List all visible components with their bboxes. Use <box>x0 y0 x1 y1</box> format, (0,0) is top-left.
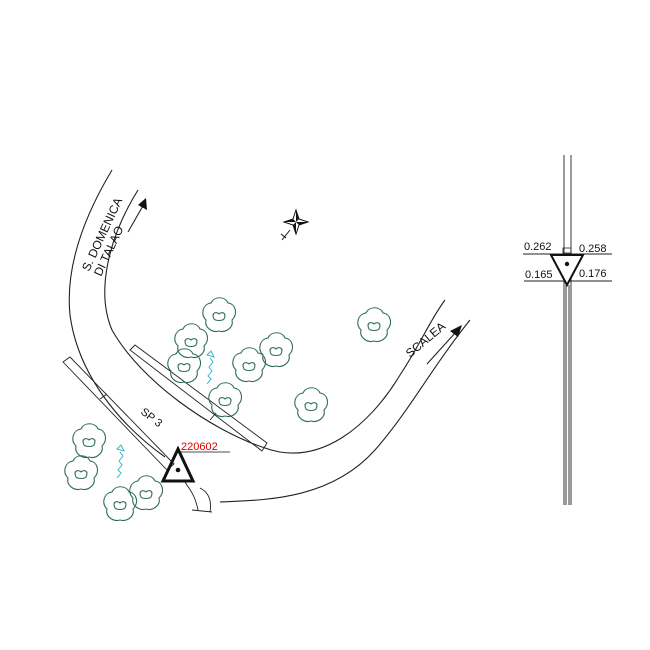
elevation-detail-diagram <box>523 155 612 505</box>
benchmark-id-label: 220602 <box>181 441 218 453</box>
tree-icon <box>174 323 209 358</box>
direction-arrow-left <box>127 198 147 233</box>
triangle-benchmark-icon <box>160 445 230 483</box>
elevation-bottom-left: 0.165 <box>525 269 553 281</box>
side-road-stub <box>184 481 213 513</box>
road-inner-edge <box>104 189 446 454</box>
tree-icon <box>72 423 107 458</box>
tree-icon <box>294 387 329 422</box>
road-outer-edge <box>68 169 166 458</box>
tree-icon <box>357 307 392 342</box>
road-lower-edge <box>219 319 471 503</box>
elevation-top-right: 0.258 <box>579 243 607 255</box>
stream-arrow-icon <box>116 444 125 479</box>
elevation-top-left: 0.262 <box>524 241 552 253</box>
tree-icon <box>259 332 294 367</box>
tree-icon <box>129 475 164 510</box>
tree-icon <box>64 455 99 490</box>
direction-arrow-right <box>426 325 462 365</box>
tree-icon <box>103 486 138 521</box>
direction-label-right: SCALEA <box>403 319 448 360</box>
stream-arrow-icon <box>206 350 215 385</box>
tree-icon <box>202 297 237 332</box>
elevation-bottom-right: 0.176 <box>579 268 607 280</box>
guardrail-right <box>129 344 268 452</box>
road-name-label: SP 3 <box>138 406 164 430</box>
guardrail-left <box>62 356 175 471</box>
compass-rose-icon <box>280 208 310 241</box>
tree-icon <box>167 348 202 383</box>
